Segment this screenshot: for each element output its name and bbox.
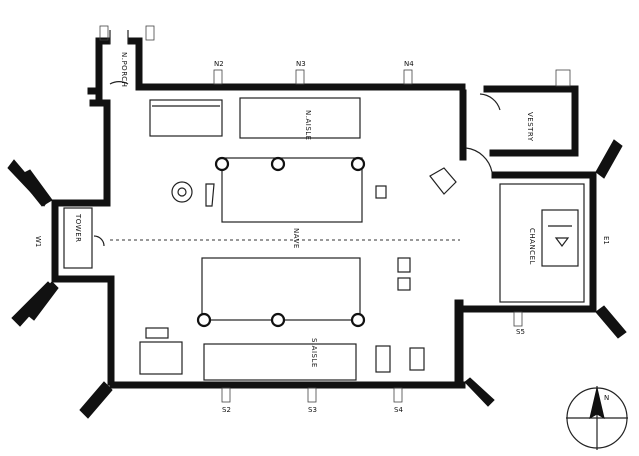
north-porch-label: N.PORCH [120, 52, 128, 87]
nave: NAVE [110, 156, 460, 328]
window-tag-e1: E1 [602, 236, 610, 245]
chancel: CHANCEL E1 [429, 139, 627, 339]
window-tag-s2: S2 [222, 406, 231, 414]
window-tag-s3: S3 [308, 406, 317, 414]
south-aisle: S.AISLE S2 S3 S4 S5 [79, 311, 525, 419]
north-porch: N.PORCH [87, 25, 155, 107]
tower-label: TOWER [74, 213, 82, 243]
window-tag-n3: N3 [296, 60, 306, 68]
window-tag-n4: N4 [404, 60, 414, 68]
window-tag-s5: S5 [516, 328, 525, 336]
north-aisle-label: N.AISLE [304, 110, 312, 141]
window-tag-s4: S4 [394, 406, 403, 414]
vestry-label: VESTRY [526, 112, 534, 142]
nave-label: NAVE [292, 228, 300, 249]
compass-rose: N [566, 386, 628, 450]
window-tag-w1: W1 [34, 236, 42, 247]
chancel-label: CHANCEL [528, 228, 536, 265]
south-aisle-label: S.AISLE [310, 338, 318, 368]
compass-north-label: N [604, 394, 609, 402]
north-aisle: N.AISLE N2 N3 N4 [149, 60, 414, 141]
vestry: VESTRY [479, 69, 579, 157]
window-tag-n2: N2 [214, 60, 224, 68]
west-tower: TOWER W1 [7, 159, 115, 327]
